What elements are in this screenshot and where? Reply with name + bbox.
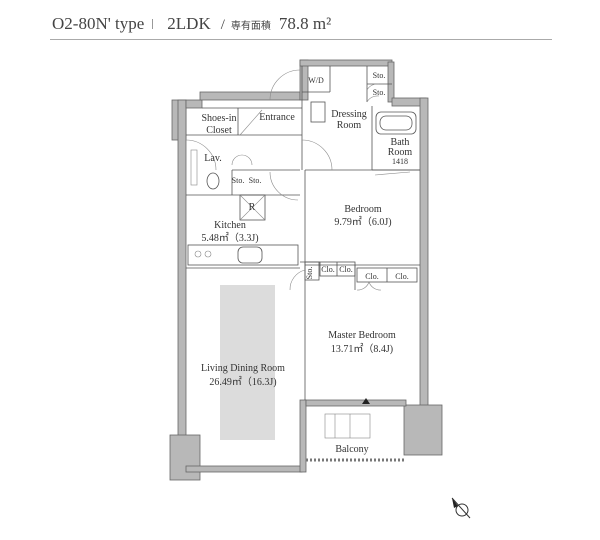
plan-header: O2-80N' type 2LDK / 専有面積 78.8 m² — [52, 14, 331, 38]
label-dressing: Dressing — [331, 109, 367, 120]
label-clo: Clo. — [321, 265, 335, 274]
fixtures — [187, 101, 417, 462]
label-ldr-area: 26.49㎡（16.3J) — [209, 376, 276, 388]
label-balcony: Balcony — [335, 444, 368, 455]
label-sto: Sto. — [305, 267, 314, 280]
sink — [237, 246, 263, 264]
label-kitchen: Kitchen — [214, 220, 246, 231]
label-bath-size: 1418 — [392, 157, 408, 166]
label-bath: Bath — [391, 137, 410, 148]
label-master-area: 13.71㎡（8.4J) — [331, 343, 393, 355]
partitions — [186, 66, 420, 400]
label-fridge: R — [249, 202, 256, 213]
area-label: 専有面積 — [230, 21, 271, 32]
layout-type: 2LDK — [167, 14, 211, 33]
label-sto: Sto. — [249, 176, 262, 185]
label-sto: Sto. — [232, 176, 245, 185]
north-arrow-icon — [451, 497, 471, 519]
dining-rug — [220, 285, 275, 440]
label-dressing-room: Room — [337, 120, 362, 131]
unit-type: O2-80N' type — [52, 14, 145, 33]
label-bath-room: Room — [388, 147, 413, 158]
label-bedroom: Bedroom — [344, 204, 381, 215]
walls — [169, 59, 443, 481]
label-entrance: Entrance — [259, 112, 295, 123]
kitchen-counter — [187, 244, 299, 266]
slash: / — [220, 17, 225, 33]
label-sto: Sto. — [373, 71, 386, 80]
label-ldr: Living Dining Room — [201, 363, 285, 374]
header-rule — [50, 39, 552, 40]
label-clo: Clo. — [395, 272, 409, 281]
area-value: 78.8 — [278, 14, 309, 33]
room-labels: W/D Sto. Sto. Shoes-in Closet Entrance D… — [201, 71, 412, 455]
area-unit: m² — [312, 14, 332, 33]
label-shoes-in: Shoes-in — [202, 113, 237, 124]
label-clo: Clo. — [339, 265, 353, 274]
divider — [152, 19, 154, 29]
doors — [185, 69, 411, 291]
bathtub — [375, 111, 417, 135]
vanity — [310, 101, 326, 123]
balcony-unit — [324, 413, 371, 439]
label-clo: Clo. — [365, 272, 379, 281]
label-kitchen-area: 5.48㎡（3.3J) — [201, 232, 258, 244]
toilet — [206, 172, 220, 190]
label-wd: W/D — [308, 76, 324, 85]
label-lav: Lav. — [204, 153, 221, 164]
label-sto: Sto. — [373, 88, 386, 97]
label-master-bedroom: Master Bedroom — [328, 330, 396, 341]
label-bedroom-area: 9.79㎡（6.0J) — [334, 216, 391, 228]
label-closet: Closet — [206, 125, 232, 136]
